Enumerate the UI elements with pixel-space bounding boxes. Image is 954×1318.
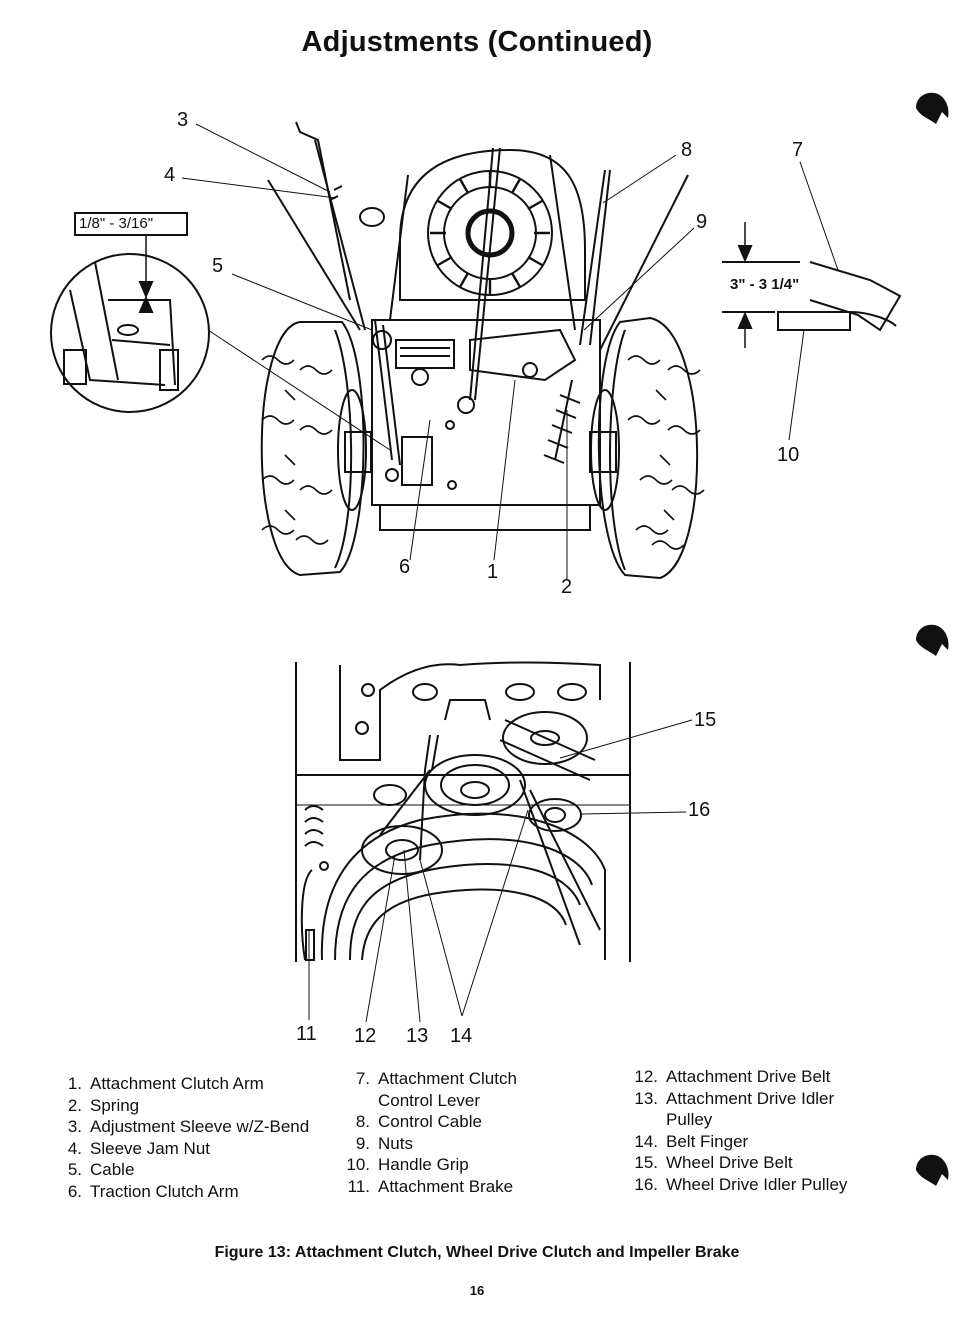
chassis [371,319,601,531]
right-wheel [589,316,705,580]
callout-8: 8 [681,139,693,161]
callout-10: 10 [777,444,800,466]
callout-16: 16 [688,799,711,821]
callout-5: 5 [212,255,224,277]
legend-item: 1.Attachment Clutch Arm [67,1074,264,1093]
callout-12: 12 [354,1025,377,1047]
callout-2: 2 [561,576,573,598]
legend-item: 8.Control Cable [355,1112,482,1131]
bottom-leader-lines [308,719,693,1023]
legend-item: Control Lever [378,1090,481,1110]
legend-column-2: 7.Attachment Clutch Control Lever 8.Cont… [342,1068,517,1197]
legend-item: 6.Traction Clutch Arm [67,1181,239,1201]
legend-item: 14.Belt Finger [634,1131,749,1151]
figure-caption: Figure 13: Attachment Clutch, Wheel Driv… [214,1244,740,1261]
legend-item: 10.Handle Grip [346,1155,469,1174]
legend-item: 12.Attachment Drive Belt [634,1067,831,1086]
dimension-label-gap: 1/8" - 3/16" [74,212,188,236]
page-title: Adjustments (Continued) [301,26,653,58]
legend-item: 13.Attachment Drive Idler [634,1088,835,1108]
top-leader-lines [181,123,839,580]
punch-hole-mark [916,624,949,656]
legend-item: 9.Nuts [355,1133,413,1153]
punch-hole-mark [916,92,949,124]
grip-detail [722,222,902,348]
callout-11: 11 [296,1023,317,1045]
page-number: 16 [469,1283,485,1298]
legend-item: 11.Attachment Brake [347,1176,514,1196]
legend-item: 5.Cable [67,1160,135,1179]
callout-15: 15 [694,709,717,731]
detail-inset [50,235,210,413]
callout-7: 7 [792,139,804,161]
legend-column-1: 1.Attachment Clutch Arm 2.Spring 3.Adjus… [62,1073,309,1202]
callout-4: 4 [164,164,176,186]
legend-item: 16.Wheel Drive Idler Pulley [634,1174,848,1194]
callout-14: 14 [450,1025,473,1047]
callout-9: 9 [696,211,708,233]
dimension-label-grip: 3" - 3 1/4" [730,276,800,293]
callout-13: 13 [406,1025,429,1047]
callout-3: 3 [177,109,189,131]
callout-6: 6 [399,556,411,578]
legend-item: Pulley [666,1110,713,1129]
punch-hole-mark [916,1154,949,1186]
left-wheel [260,321,372,577]
legend-item: 15.Wheel Drive Belt [634,1153,793,1172]
legend-column-3: 12.Attachment Drive Belt 13.Attachment D… [630,1066,847,1195]
legend-item: 7.Attachment Clutch [355,1069,517,1088]
belt-drive-figure [295,661,631,962]
callout-1: 1 [487,561,499,583]
legend-item: 4.Sleeve Jam Nut [67,1138,210,1158]
handles-and-cables [267,121,689,466]
legend-item: 2.Spring [67,1095,140,1115]
legend-item: 3.Adjustment Sleeve w/Z-Bend [67,1117,310,1136]
